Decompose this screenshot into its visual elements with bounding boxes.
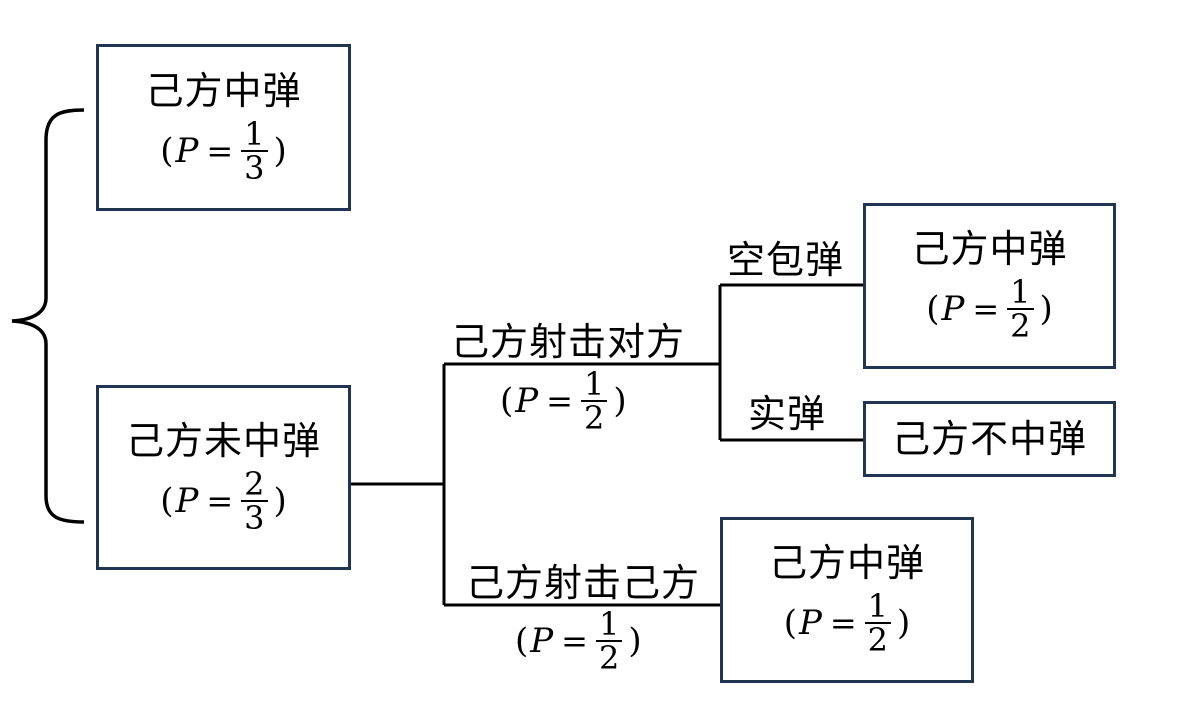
edge-probability-shoot-opponent: ( P = 1 2 ): [500, 365, 627, 437]
probability-fraction: 1 2: [1007, 273, 1034, 342]
edge-probability-shoot-self: ( P = 1 2 ): [515, 605, 642, 677]
fraction-denominator: 3: [241, 499, 268, 534]
node-title: 己方不中弹: [891, 417, 1087, 461]
fraction-numerator: 1: [244, 114, 265, 153]
probability-variable: P: [530, 621, 554, 661]
node-probability: ( P = 1 2 ): [783, 587, 911, 659]
node-own-miss: 己方未中弹 ( P = 2 3 ): [96, 385, 351, 570]
node-own-hit: 己方中弹 ( P = 1 3 ): [96, 44, 351, 211]
probability-variable: P: [798, 603, 822, 643]
probability-variable: P: [515, 381, 539, 421]
probability-fraction: 1 2: [595, 605, 623, 674]
fraction-numerator: 1: [583, 365, 605, 403]
edge-label-live: 实弹: [748, 392, 827, 436]
node-title: 己方中弹: [911, 227, 1068, 271]
fraction-numerator: 1: [867, 587, 889, 625]
probability-fraction: 2 3: [241, 464, 268, 534]
fraction-numerator: 2: [244, 464, 265, 503]
node-probability: ( P = 1 2 ): [926, 273, 1053, 345]
node-blank-own-hit: 己方中弹 ( P = 1 2 ): [863, 203, 1116, 369]
probability-variable: P: [175, 480, 199, 521]
fraction-numerator: 1: [1010, 273, 1031, 311]
node-title: 己方未中弹: [125, 418, 321, 463]
node-self-shot-own-hit: 己方中弹 ( P = 1 2 ): [720, 517, 974, 683]
probability-variable: P: [941, 289, 965, 329]
fraction-denominator: 2: [864, 622, 892, 656]
probability-fraction: 1 3: [241, 114, 268, 184]
node-live-own-not-hit: 己方不中弹: [863, 401, 1116, 477]
fraction-denominator: 2: [595, 640, 623, 674]
edge-label-shoot-opponent: 己方射击对方: [451, 320, 686, 364]
probability-variable: P: [175, 130, 199, 171]
probability-fraction: 1 2: [864, 587, 892, 656]
edge-label-blank: 空包弹: [727, 238, 845, 282]
edge-label-shoot-self: 己方射击己方: [466, 561, 701, 605]
node-probability: ( P = 2 3 ): [160, 464, 287, 537]
fraction-numerator: 1: [598, 605, 620, 643]
probability-fraction: 1 2: [580, 365, 608, 434]
node-probability: ( P = 1 3 ): [160, 114, 287, 187]
left-brace: [11, 108, 85, 524]
fraction-denominator: 2: [1007, 308, 1034, 342]
node-title: 己方中弹: [145, 68, 302, 113]
node-title: 己方中弹: [768, 541, 925, 585]
fraction-denominator: 3: [241, 149, 268, 184]
fraction-denominator: 2: [580, 400, 608, 434]
